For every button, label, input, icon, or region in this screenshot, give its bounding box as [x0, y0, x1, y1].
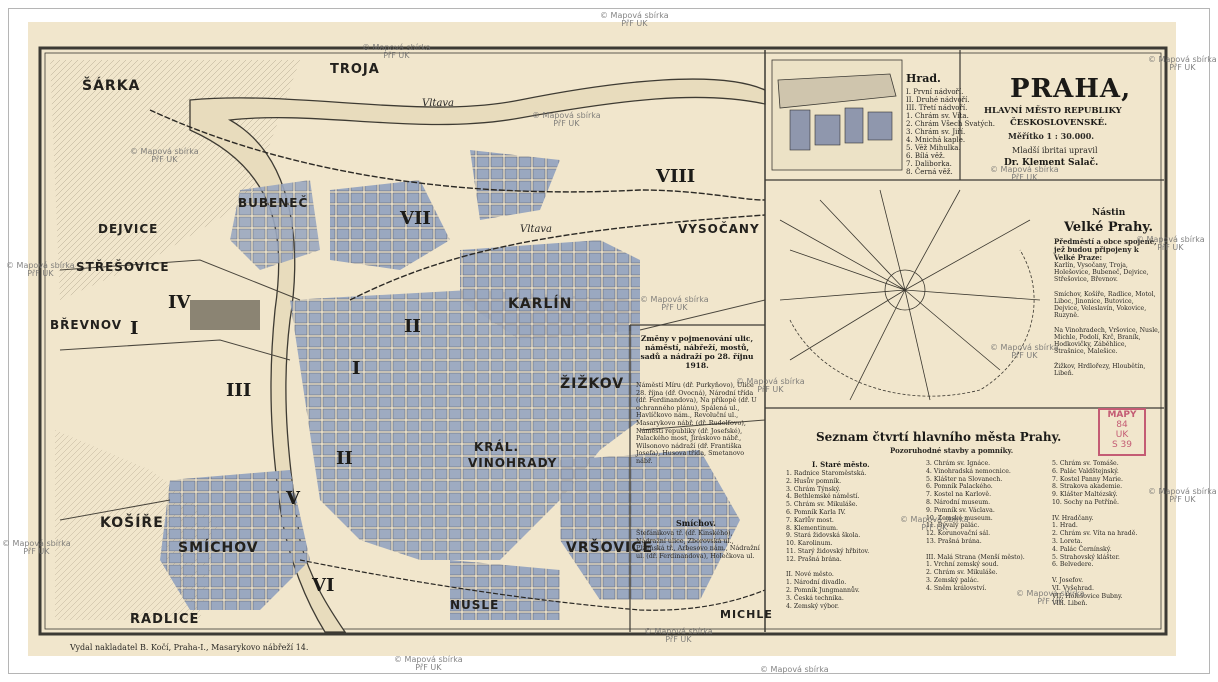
stamp-line-2: 84	[1116, 420, 1128, 430]
district-label-kosire: KOŠÍŘE	[100, 515, 164, 531]
hrad-heading: Hrad.	[906, 72, 941, 85]
watermark: © Mapová sbírka	[760, 665, 829, 674]
quarter-numeral: I	[352, 358, 361, 379]
built-area-holesovice	[330, 180, 450, 270]
district-label-stresovice: STŘEŠOVICE	[76, 260, 170, 274]
railway-east	[349, 214, 766, 301]
quarters-col2-list: 3. Chrám sv. Ignáce. 4. Vinohradská nemo…	[926, 460, 1025, 592]
quarters-col1-heading: I. Staré město.	[812, 460, 870, 469]
quarters-heading: Seznam čtvrtí hlavního města Prahy.	[816, 430, 1062, 444]
quarter-numeral: VII	[400, 208, 431, 229]
greater-prague-heading-1: Nástin	[1092, 208, 1126, 218]
quarter-numeral: IV	[168, 292, 191, 313]
greater-prague-heading-2: Velké Prahy.	[1064, 220, 1153, 235]
map-subtitle-2: ČESKOSLOVENSKÉ.	[1010, 118, 1108, 128]
built-area-bubenec	[230, 180, 320, 270]
quarter-numeral: II	[404, 316, 421, 337]
district-label-radlice: RADLICE	[130, 612, 200, 627]
river-label-vltava-north: Vltava	[422, 98, 455, 109]
quarters-subheading: Pozoruhodné stavby a pomníky.	[890, 446, 1014, 455]
quarter-numeral: VI	[312, 575, 335, 596]
built-area-center	[290, 290, 640, 560]
map-scale: Měřítko 1 : 30.000.	[1008, 131, 1095, 141]
renamed-streets-list: Náměstí Míru (dř. Purkyňovo), Ulice 28. …	[636, 381, 757, 465]
hrad-legend-list: I. První nádvoří. II. Druhé nádvoří. III…	[906, 88, 995, 176]
district-label-dejvice: DEJVICE	[98, 222, 159, 236]
quarter-numeral: I	[130, 318, 139, 339]
stamp-line-3: UK	[1115, 430, 1129, 440]
district-label-michle: MICHLE	[720, 608, 773, 621]
quarters-col1-list: 1. Radnice Staroměstská. 2. Husův pomník…	[786, 470, 870, 610]
map-subtitle-1: HLAVNÍ MĚSTO REPUBLIKY	[984, 106, 1122, 116]
quarters-col3-list: 5. Chrám sv. Tomáše. 6. Palác Valdštejns…	[1052, 460, 1138, 608]
map-border	[38, 46, 1168, 636]
district-label-vrsovice: VRŠOVICE	[566, 540, 654, 556]
greater-prague-network	[779, 189, 1041, 401]
greater-prague-intro: Předměstí a obce spojené, jež budou přip…	[1054, 237, 1157, 262]
quarter-numeral: V	[286, 488, 300, 509]
stamp-line-4: S 39	[1111, 440, 1133, 450]
built-area-smichov	[160, 470, 310, 610]
railway-south	[299, 559, 766, 611]
library-stamp: MAPY 84 UK S 39	[1098, 408, 1146, 456]
map-title: PRAHA,	[1010, 74, 1132, 104]
quarter-numeral: III	[226, 380, 252, 401]
map-author-line: Mladší ibritai upravil	[1012, 146, 1098, 155]
castle-complex	[190, 300, 260, 330]
stamp-line-1: MAPY	[1107, 410, 1137, 420]
district-label-brevnov: BŘEVNOV	[50, 318, 123, 332]
built-area-nusle	[450, 560, 560, 620]
quarter-numeral: VIII	[656, 166, 696, 187]
built-area-vrsovice	[560, 450, 740, 600]
map-author: Dr. Klement Salač.	[1004, 158, 1099, 168]
district-label-vinohrady: VINOHRADY	[468, 456, 558, 470]
district-label-zizkov: ŽIŽKOV	[560, 376, 625, 392]
terrain-west	[50, 60, 300, 300]
renamed-streets-heading: Změny v pojmenování ulic, náměstí, nábře…	[640, 334, 754, 370]
publisher-footer: Vydal nakladatel B. Kočí, Praha-I., Masa…	[70, 643, 309, 652]
smichov-list-heading: Smíchov.	[676, 518, 716, 528]
district-label-karlin: KARLÍN	[508, 296, 573, 312]
district-label-vysocany: VYSOČANY	[678, 222, 760, 236]
built-area-karlin	[460, 240, 640, 340]
district-label-smichov: SMÍCHOV	[178, 540, 259, 556]
district-label-sarka: ŠÁRKA	[82, 78, 141, 94]
district-label-troja: TROJA	[330, 62, 380, 77]
railway-north	[149, 109, 766, 201]
river-label-vltava-center: Vltava	[520, 224, 553, 235]
smichov-list: Štefánikova tř. (dř. Kinského), Nádražní…	[636, 529, 760, 560]
quarter-numeral: II	[336, 448, 353, 469]
built-area-letna	[470, 150, 560, 220]
district-label-nusle: NUSLE	[450, 598, 500, 612]
district-label-bubenec: BUBENEČ	[238, 196, 309, 210]
greater-prague-list: Karlín, Vysočany, Troja, Holešovice, Bub…	[1054, 262, 1160, 378]
district-label-kral: KRÁL.	[474, 440, 520, 454]
